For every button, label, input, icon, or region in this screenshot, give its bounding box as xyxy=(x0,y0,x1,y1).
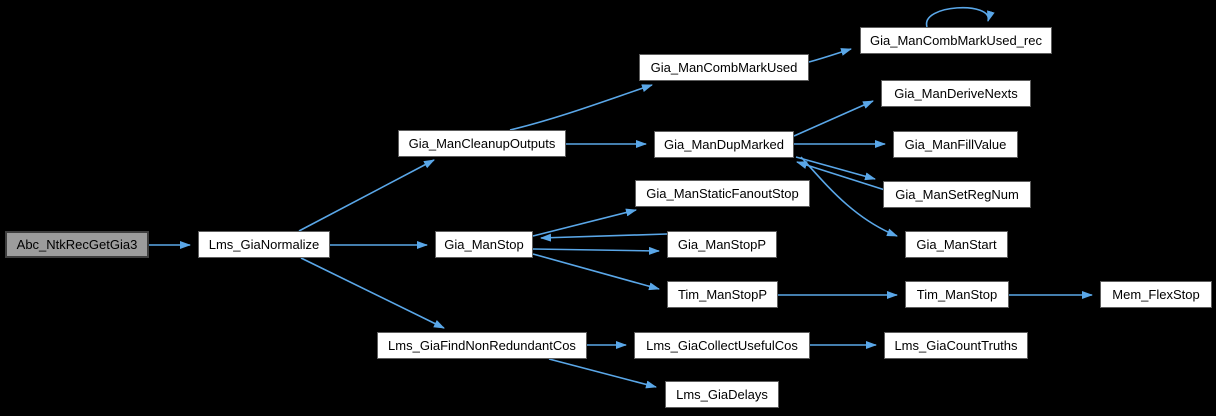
node-setregnum[interactable]: Gia_ManSetRegNum xyxy=(883,181,1031,208)
node-normalize[interactable]: Lms_GiaNormalize xyxy=(198,231,330,258)
node-combmarkrec[interactable]: Gia_ManCombMarkUsed_rec xyxy=(860,27,1052,54)
node-findnonred[interactable]: Lms_GiaFindNonRedundantCos xyxy=(377,332,587,359)
node-timstop[interactable]: Tim_ManStop xyxy=(905,281,1009,308)
node-combmark[interactable]: Gia_ManCombMarkUsed xyxy=(639,54,809,81)
edge-normalize-to-cleanup xyxy=(298,159,435,232)
node-start[interactable]: Gia_ManStart xyxy=(905,231,1008,258)
edge-stop-to-stopp xyxy=(532,246,660,255)
edge-cleanup-to-combmark xyxy=(509,84,653,131)
edge-setregnum-to-dupmarked xyxy=(796,161,886,191)
edge-stop-to-staticfanout xyxy=(532,208,637,237)
node-timstopp[interactable]: Tim_ManStopP xyxy=(667,281,778,308)
edge-stopp-to-stop xyxy=(540,233,668,242)
node-derivenexts[interactable]: Gia_ManDeriveNexts xyxy=(881,80,1031,107)
node-counttruths[interactable]: Lms_GiaCountTruths xyxy=(884,332,1028,359)
node-fillvalue[interactable]: Gia_ManFillValue xyxy=(893,131,1018,158)
edge-dupmarked-to-setregnum xyxy=(795,156,876,181)
edge-dupmarked-to-derivenexts xyxy=(793,100,874,137)
edge-stop-to-timstopp xyxy=(532,253,660,291)
edge-combmarkrec-to-combmarkrec xyxy=(926,6,995,28)
edge-normalize-to-findnonred xyxy=(300,257,445,329)
edge-findnonred-to-delays xyxy=(548,358,657,389)
node-memflex[interactable]: Mem_FlexStop xyxy=(1100,281,1212,308)
node-collectuseful[interactable]: Lms_GiaCollectUsefulCos xyxy=(634,332,810,359)
edge-dupmarked-to-start xyxy=(800,156,898,237)
node-stopp[interactable]: Gia_ManStopP xyxy=(667,231,777,258)
node-staticfanout[interactable]: Gia_ManStaticFanoutStop xyxy=(635,180,810,207)
node-abc: Abc_NtkRecGetGia3 xyxy=(5,231,149,258)
node-delays[interactable]: Lms_GiaDelays xyxy=(665,381,779,408)
node-stop[interactable]: Gia_ManStop xyxy=(435,231,533,258)
node-dupmarked[interactable]: Gia_ManDupMarked xyxy=(654,131,794,158)
edge-combmark-to-combmarkrec xyxy=(808,48,852,63)
node-cleanup[interactable]: Gia_ManCleanupOutputs xyxy=(398,130,566,157)
